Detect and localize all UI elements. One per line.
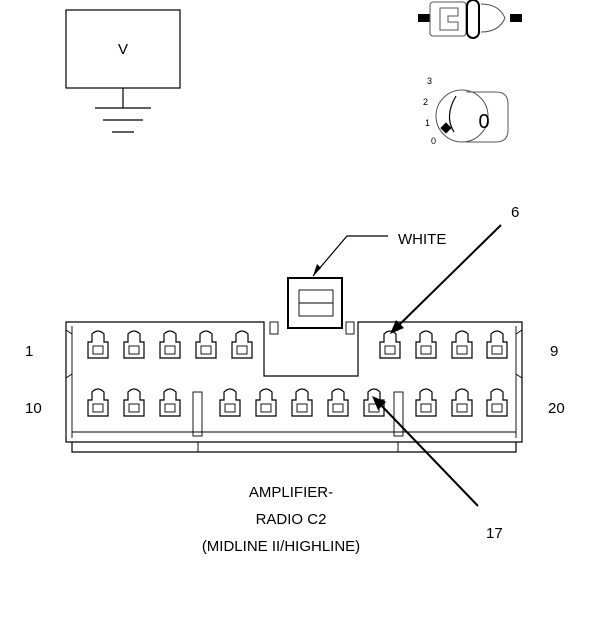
caption-line-3: (MIDLINE II/HIGHLINE) — [202, 538, 360, 555]
ign-pos-0: 0 — [431, 136, 436, 146]
pin-cavity-top-1 — [87, 330, 109, 359]
ign-pos-3: 3 — [427, 76, 432, 86]
connector-body — [65, 277, 523, 453]
ignition-key-icon: 3 2 1 0 0 — [423, 76, 509, 146]
color-callout: WHITE — [312, 231, 446, 277]
pin-cavity-bottom-9 — [415, 388, 437, 417]
pin-cavity-top-9 — [486, 330, 508, 359]
pin-cavity-top-7 — [415, 330, 437, 359]
pin-cavity-bottom-3 — [159, 388, 181, 417]
caption-line-1: AMPLIFIER- — [249, 484, 333, 501]
pin-cavity-bottom-5 — [255, 388, 277, 417]
pin-cavities — [87, 330, 508, 417]
pin-cavity-top-2 — [123, 330, 145, 359]
pin-label-20: 20 — [548, 400, 565, 417]
pin-cavity-top-8 — [451, 330, 473, 359]
pin-cavity-bottom-2 — [123, 388, 145, 417]
ign-pos-1: 1 — [425, 118, 430, 128]
pin-cavity-bottom-6 — [291, 388, 313, 417]
pin-label-10: 10 — [25, 400, 42, 417]
switch-icon — [418, 0, 522, 39]
ign-pos-2: 2 — [423, 97, 428, 107]
pin-cavity-top-4 — [195, 330, 217, 359]
callout-17: 17 — [372, 396, 503, 542]
voltmeter-symbol: V — [65, 9, 181, 133]
callout-17-label: 17 — [486, 525, 503, 542]
pin-label-1: 1 — [25, 343, 33, 360]
pin-cavity-bottom-11 — [486, 388, 508, 417]
voltmeter-label: V — [118, 41, 128, 58]
pin-cavity-top-6 — [379, 330, 401, 359]
pin-cavity-bottom-7 — [327, 388, 349, 417]
pin-cavity-bottom-1 — [87, 388, 109, 417]
connector-caption: AMPLIFIER- RADIO C2 (MIDLINE II/HIGHLINE… — [202, 484, 360, 555]
pin-cavity-bottom-10 — [451, 388, 473, 417]
pin-cavity-top-3 — [159, 330, 181, 359]
color-label: WHITE — [398, 231, 446, 248]
pin-cavity-bottom-4 — [219, 388, 241, 417]
pin-cavity-top-5 — [231, 330, 253, 359]
key-label: 0 — [478, 111, 489, 133]
callout-6: 6 — [390, 204, 519, 334]
callout-6-label: 6 — [511, 204, 519, 221]
caption-line-2: RADIO C2 — [256, 511, 327, 528]
pin-label-9: 9 — [550, 343, 558, 360]
